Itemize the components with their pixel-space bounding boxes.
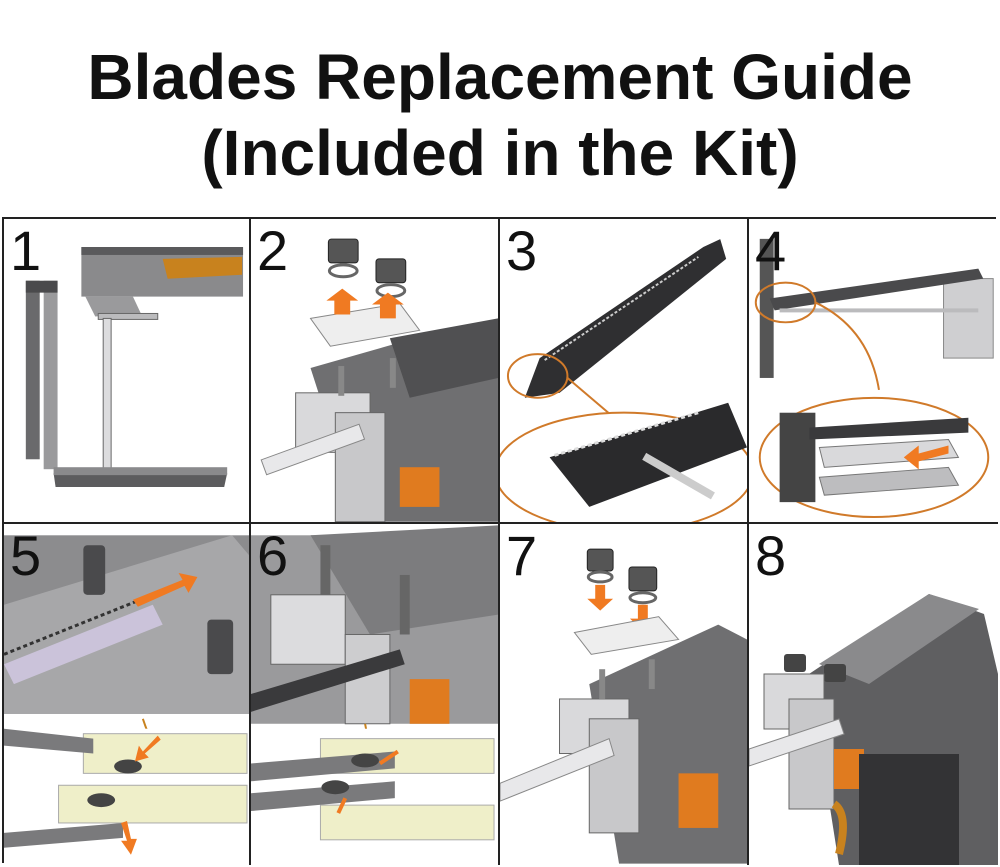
step-5-panel: 5 [4,524,251,865]
step-1-panel: 1 [4,219,251,524]
blade-stand-illustration [25,247,244,488]
slide-blade-illustration [4,535,249,864]
page-title: Blades Replacement Guide (Included in th… [0,41,1000,191]
remove-nuts-illustration [260,238,498,522]
step-3-panel: 3 [500,219,749,524]
step-4-panel: 4 [749,219,998,524]
step-2-panel: 2 [251,219,500,524]
blade-detail-illustration [500,239,747,522]
step-7-number: 7 [506,524,538,587]
step-8-panel: 8 [749,524,998,865]
step-5-number: 5 [10,524,42,587]
step-1-number: 1 [10,219,42,282]
assembled-tool-illustration [749,594,998,865]
step-8-number: 8 [755,524,787,587]
step-7-panel: 7 [500,524,749,865]
step-6-panel: 6 [251,524,500,865]
title-line-1: Blades Replacement Guide [87,40,913,113]
align-blade-illustration [251,525,498,864]
step-4-number: 4 [755,219,787,282]
step-6-number: 6 [257,524,289,587]
step-3-number: 3 [506,219,538,282]
steps-grid: 1 2 [2,217,998,865]
reinstall-nuts-illustration [500,548,747,864]
insert-blade-illustration [754,238,994,519]
title-line-2: (Included in the Kit) [201,116,799,189]
step-2-number: 2 [257,219,289,282]
